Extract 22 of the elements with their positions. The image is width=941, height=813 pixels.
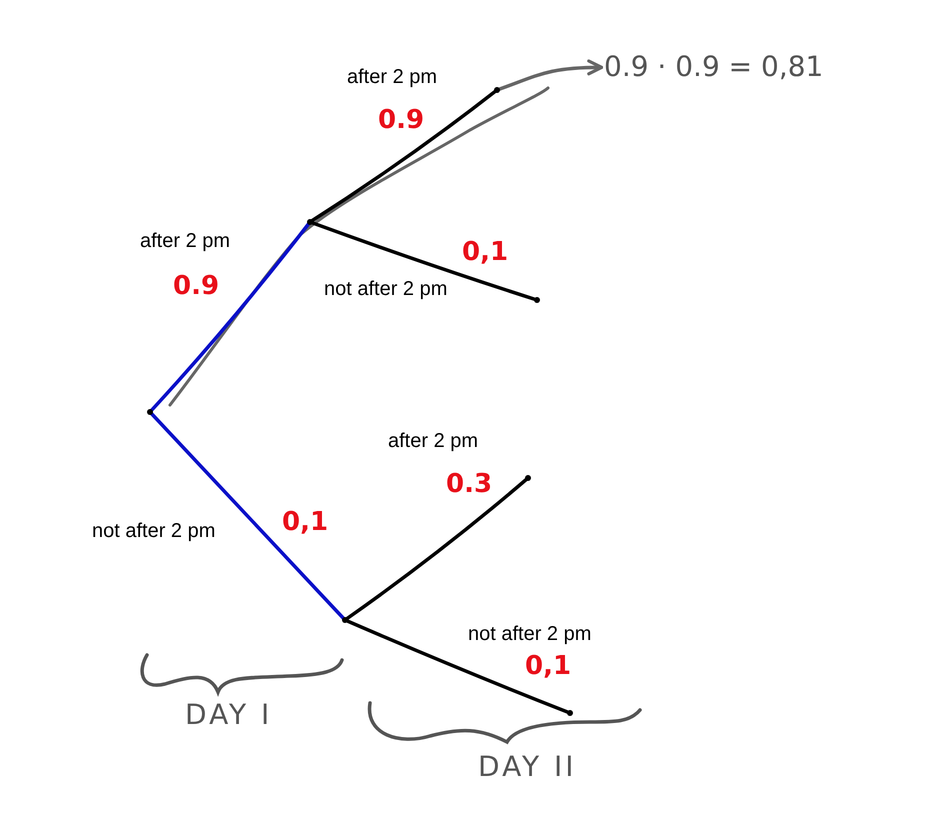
probability-label: 0,1 [282,508,328,537]
branch-point [494,87,500,93]
branch-point [307,219,313,225]
edge-label: not after 2 pm [468,623,592,645]
edge-label: after 2 pm [140,230,230,252]
probability-label: 0.9 [173,272,220,301]
probability-label: 0.9 [378,106,424,135]
edge-label: after 2 pm [388,430,478,452]
edge-label: not after 2 pm [92,520,216,542]
probability-label: 0,1 [462,238,508,267]
branch-line [148,410,347,622]
branch-point [567,710,573,716]
branch-point [525,475,531,481]
branch-point [147,409,153,415]
probability-label: 0,1 [525,652,572,681]
day-label: DAY II [478,752,577,783]
branch-point [534,297,540,303]
probability-label: 0.3 [446,470,492,499]
edge-label: not after 2 pm [324,278,448,300]
result-text: 0.9 · 0.9 = 0,81 [604,52,824,83]
edge-label: after 2 pm [347,66,438,88]
day-label: DAY I [185,700,272,731]
